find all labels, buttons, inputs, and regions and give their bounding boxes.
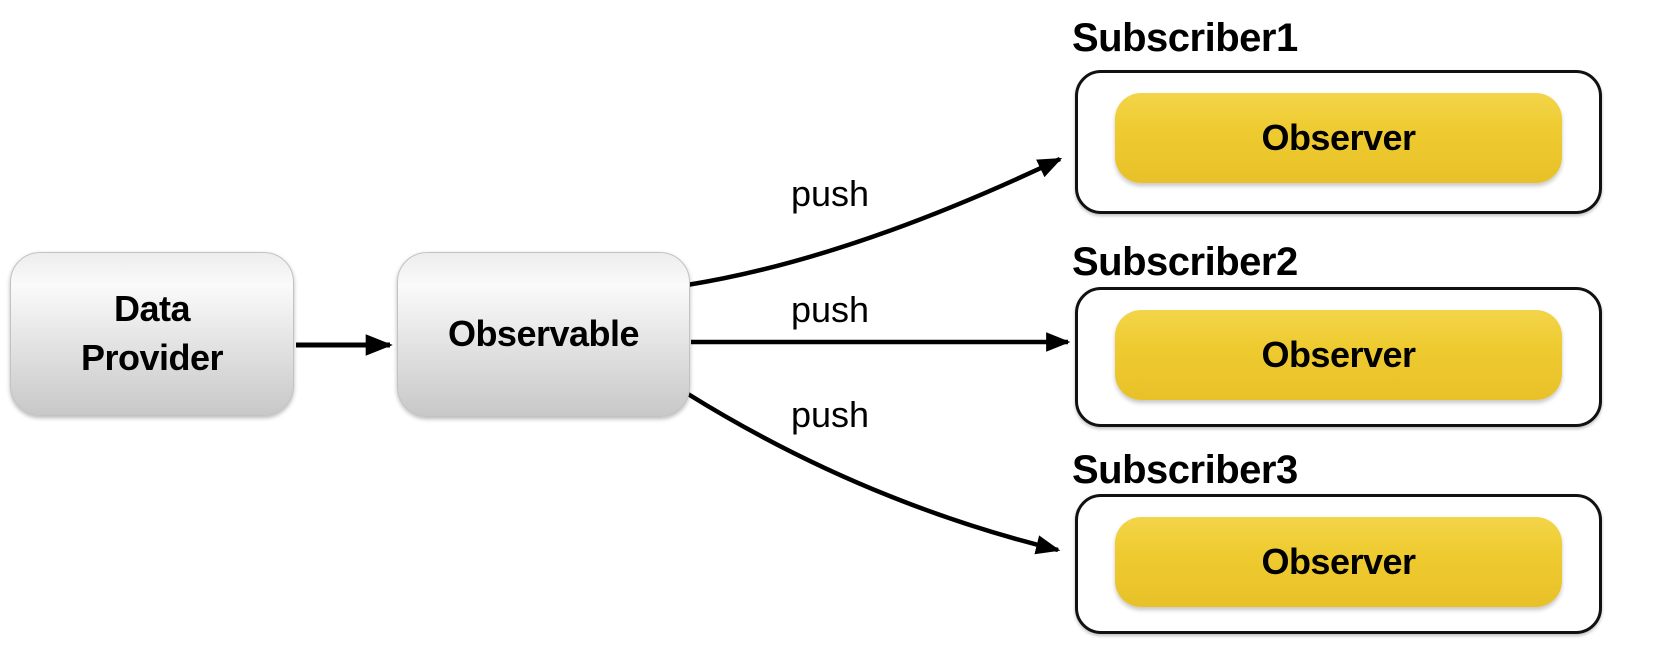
subscriber2-observer-pill: Observer: [1115, 310, 1562, 400]
subscriber3-observer-label: Observer: [1261, 541, 1416, 582]
subscriber3-box: Observer: [1075, 494, 1602, 634]
subscriber2-box: Observer: [1075, 287, 1602, 427]
data-provider-node: Data Provider: [10, 252, 294, 416]
arrow-push-to-subscriber1: [686, 156, 1063, 288]
subscriber1-title: Subscriber1: [1072, 16, 1298, 60]
observable-node: Observable: [397, 252, 690, 417]
subscriber1-box: Observer: [1075, 70, 1602, 214]
subscriber2-title: Subscriber2: [1072, 240, 1298, 284]
push-label-2: push: [790, 289, 870, 330]
observable-label: Observable: [447, 313, 640, 355]
subscriber2-observer-label: Observer: [1261, 334, 1416, 375]
arrow-push-to-subscriber3: [686, 392, 1061, 555]
data-provider-label: Data Provider: [80, 288, 224, 378]
subscriber1-observer-label: Observer: [1261, 117, 1416, 158]
subscriber3-title: Subscriber3: [1072, 448, 1298, 492]
subscriber3-observer-pill: Observer: [1115, 517, 1562, 607]
push-label-1: push: [790, 173, 870, 214]
subscriber1-observer-pill: Observer: [1115, 93, 1562, 183]
push-label-3: push: [790, 394, 870, 435]
